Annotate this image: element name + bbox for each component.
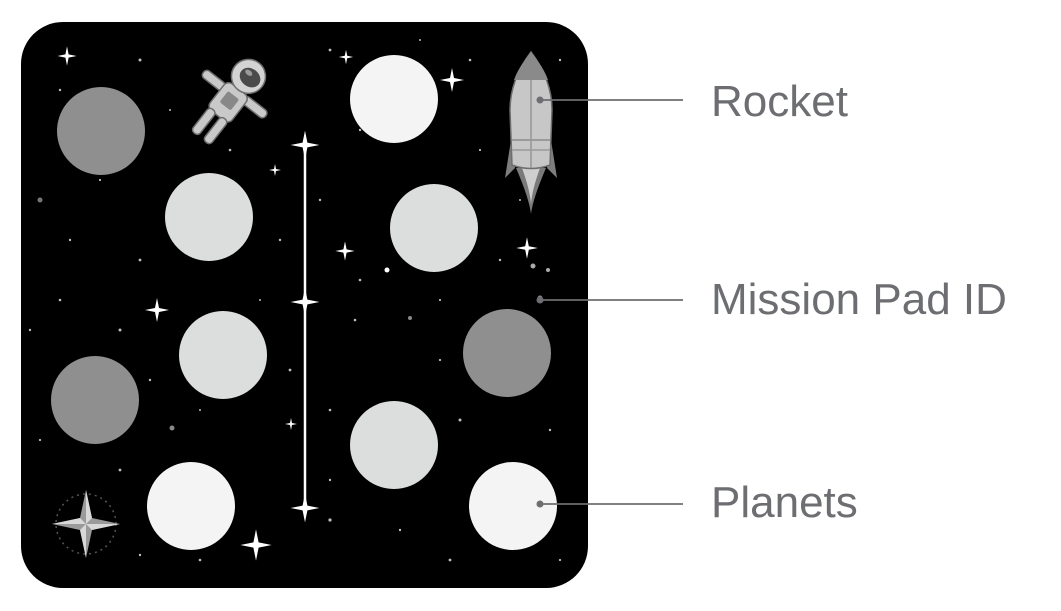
planet [390, 184, 478, 272]
compass-star-icon [52, 490, 120, 558]
planet [350, 401, 438, 489]
planets-leader [536, 500, 683, 508]
planet [469, 462, 557, 550]
planet [350, 55, 438, 143]
mission-pad-id-label: Mission Pad ID [711, 275, 1007, 324]
planet [147, 462, 235, 550]
planets [51, 55, 557, 550]
leader-lines [536, 96, 683, 508]
rocket-leader [536, 96, 683, 104]
planet [51, 356, 139, 444]
planet [57, 87, 145, 175]
star-dust [28, 39, 562, 562]
mission-pad-id-leader [536, 296, 683, 304]
planets-label: Planets [711, 478, 858, 527]
rocket-icon [505, 50, 557, 214]
rocket-label: Rocket [711, 77, 848, 126]
astronaut-icon [191, 58, 268, 145]
planet [165, 173, 253, 261]
planet [179, 311, 267, 399]
planet [463, 309, 551, 397]
constellation-line [290, 130, 320, 523]
